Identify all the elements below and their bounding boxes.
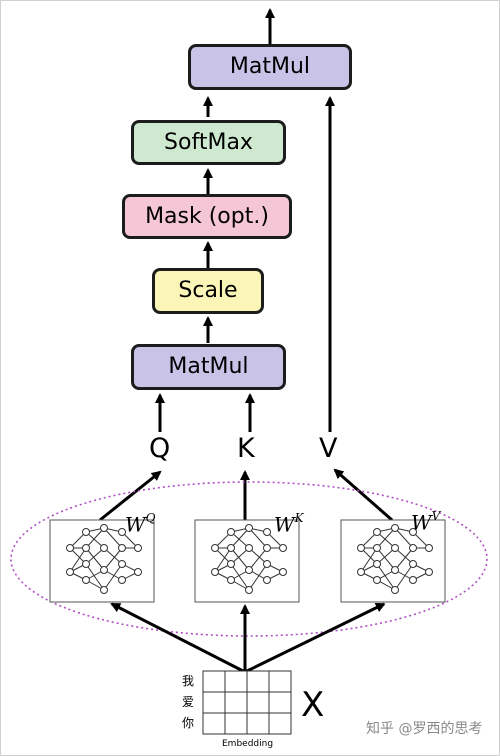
x-to-wq-arrow (110, 602, 246, 674)
network-icon (211, 524, 287, 594)
q-label: Q (149, 433, 171, 464)
network-icon (357, 524, 433, 594)
k-label: K (237, 433, 255, 464)
wv-label: WV (411, 509, 441, 535)
network-icon (66, 524, 142, 594)
embedding-grid (202, 670, 292, 735)
embedding-label: Embedding (222, 739, 274, 749)
wk-label: WK (274, 511, 304, 537)
wv-to-v-arrow (333, 468, 393, 522)
wk-sup: K (294, 511, 304, 525)
wv-sup: V (431, 509, 441, 523)
projection-ellipse (10, 481, 488, 637)
token-label: 你 (182, 716, 195, 730)
wq-sup: Q (145, 511, 156, 525)
wk-base: W (274, 512, 295, 537)
v-label: V (319, 433, 338, 464)
softmax-block: SoftMax (131, 120, 286, 165)
token-label: 我 (182, 674, 195, 688)
watermark: 知乎 @罗西的思考 (366, 721, 483, 737)
wv-base: W (411, 510, 432, 535)
token-label: 爱 (182, 695, 195, 709)
matmul-bottom-block: MatMul (131, 344, 286, 390)
scale-block: Scale (152, 268, 264, 314)
matmul-top-block: MatMul (188, 44, 352, 90)
wq-label: WQ (125, 511, 156, 537)
wq-base: W (125, 512, 146, 537)
wq-to-q-arrow (99, 470, 162, 522)
input-x-label: X (301, 685, 325, 725)
mask-block: Mask (opt.) (122, 194, 292, 239)
x-to-wv-arrow (244, 602, 386, 674)
